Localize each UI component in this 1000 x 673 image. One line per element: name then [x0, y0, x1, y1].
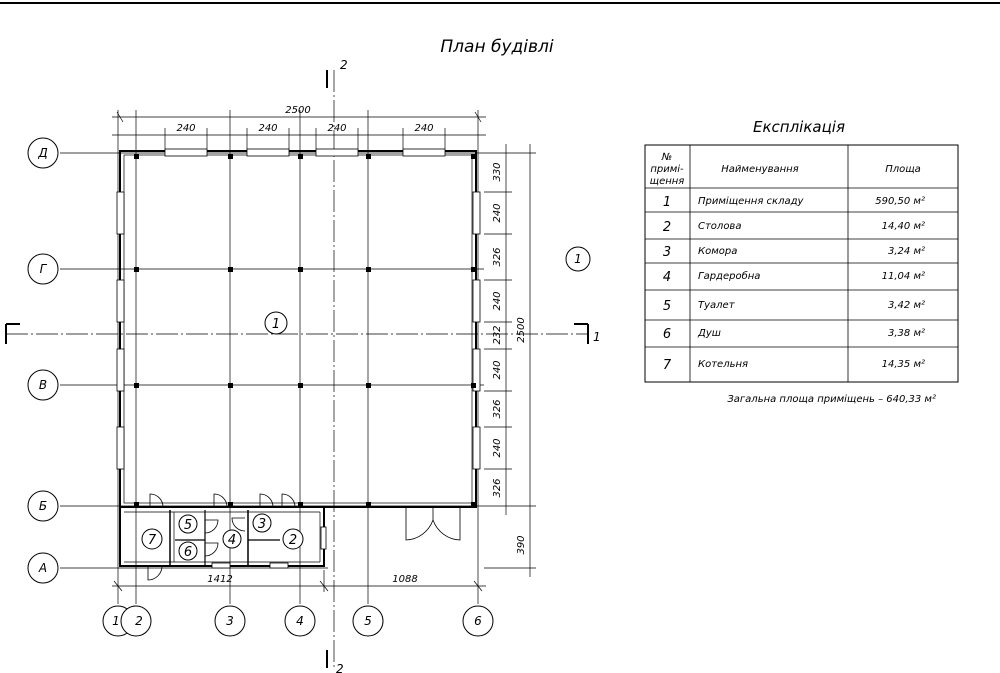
outer-walls: [119, 150, 477, 508]
row-6-area: 3,38 м²: [888, 328, 925, 339]
dim-right-6: 240: [492, 360, 503, 379]
dim-right-1: 330: [492, 162, 503, 181]
header-area: Площа: [885, 164, 921, 175]
room-marker-3: 3: [258, 517, 266, 532]
axis-label-5: 5: [364, 614, 372, 628]
dim-top-4: 240: [414, 123, 433, 134]
explication-table-grid: [644, 144, 959, 383]
room-marker-2: 2: [289, 533, 297, 548]
dim-top-overall: 2500: [285, 105, 310, 116]
dim-bottom-right: 1088: [392, 574, 417, 585]
section-line-1: [5, 323, 589, 344]
section-mark-2-bottom: 2: [336, 662, 344, 673]
axis-label-b: Б: [39, 499, 47, 513]
row-6-name: Душ: [697, 328, 721, 339]
dim-top-1: 240: [176, 123, 195, 134]
axis-label-g: Г: [40, 262, 48, 276]
header-number-line3: щення: [650, 176, 685, 187]
row-2-number: 2: [663, 220, 671, 235]
side-axis-label: 1: [574, 252, 582, 266]
row-5-name: Туалет: [698, 300, 736, 311]
dim-right-5: 232: [492, 325, 503, 344]
axis-label-6: 6: [474, 614, 482, 628]
dim-right-7: 326: [492, 399, 503, 418]
explication-total: Загальна площа приміщень – 640,33 м²: [727, 393, 936, 405]
row-3-name: Комора: [698, 246, 737, 257]
row-axis-bubbles: [27, 137, 59, 584]
axis-label-2: 2: [135, 614, 143, 628]
dim-right-2: 240: [492, 203, 503, 222]
room-marker-5: 5: [184, 518, 192, 533]
dim-right-4: 240: [492, 291, 503, 310]
row-2-name: Столова: [698, 221, 741, 232]
row-5-number: 5: [663, 299, 671, 314]
section-mark-2-top: 2: [340, 58, 348, 72]
row-7-number: 7: [663, 358, 672, 373]
dim-right-8: 240: [492, 438, 503, 457]
top-windows: [164, 148, 446, 157]
row-3-area: 3,24 м²: [888, 246, 925, 257]
row-4-name: Гардеробна: [698, 270, 760, 282]
dim-bottom-left: 1412: [207, 574, 232, 585]
axis-label-3: 3: [226, 614, 234, 628]
row-7-name: Котельня: [698, 359, 748, 370]
left-windows: [116, 191, 125, 470]
row-1-area: 590,50 м²: [875, 196, 925, 207]
room-marker-circles: [141, 311, 304, 561]
room-marker-4: 4: [228, 533, 236, 548]
drawing-title: План будівлі: [440, 37, 553, 57]
dim-right-overall: 2500: [516, 317, 527, 342]
explication-title: Експлікація: [753, 118, 845, 136]
row-4-area: 11,04 м²: [882, 271, 925, 282]
top-dimension-lines: [112, 111, 486, 149]
door-swings: [147, 493, 461, 581]
row-1-name: Приміщення складу: [698, 195, 805, 207]
axis-label-4: 4: [296, 614, 304, 628]
row-6-number: 6: [663, 327, 671, 342]
dim-top-3: 240: [327, 123, 346, 134]
column-axis-bubbles: [102, 605, 494, 637]
dim-right-3: 326: [492, 247, 503, 266]
axis-label-1: 1: [112, 614, 120, 628]
room-marker-1: 1: [272, 317, 280, 332]
header-name: Найменування: [721, 164, 798, 175]
explication-rows: 1 Приміщення складу 590,50 м² 2 Столова …: [663, 195, 925, 373]
room-marker-6: 6: [184, 545, 192, 560]
room-marker-7: 7: [148, 533, 157, 548]
dim-right-9: 326: [492, 478, 503, 497]
right-dimension-lines: [484, 144, 536, 577]
dim-top-2: 240: [258, 123, 277, 134]
structural-columns: [134, 154, 476, 507]
section-line-2: [326, 70, 335, 668]
annex-windows: [211, 526, 327, 569]
row-3-number: 3: [663, 245, 671, 260]
right-windows: [472, 191, 481, 470]
axis-label-d: Д: [37, 146, 47, 160]
side-axis-bubble: [565, 246, 591, 272]
row-7-area: 14,35 м²: [882, 359, 925, 370]
dim-right-lower: 390: [516, 535, 527, 554]
header-number-line1: №: [661, 152, 672, 163]
row-1-number: 1: [663, 195, 671, 210]
row-2-area: 14,40 м²: [882, 221, 925, 232]
axis-label-a: А: [38, 561, 47, 575]
axis-label-v: В: [39, 378, 47, 392]
section-mark-1-right: 1: [593, 330, 601, 344]
row-5-area: 3,42 м²: [888, 300, 925, 311]
row-4-number: 4: [663, 270, 671, 285]
header-number-line2: примі-: [650, 163, 684, 175]
bottom-dimension-lines: [112, 570, 486, 592]
